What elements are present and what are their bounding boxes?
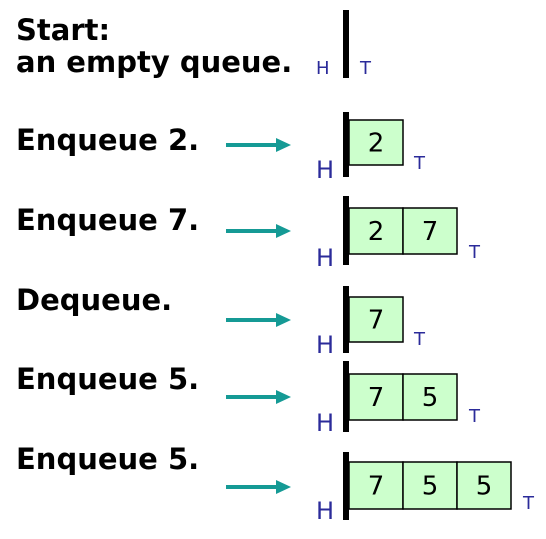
queue-cell bbox=[348, 296, 404, 343]
tail-pointer-label: T bbox=[413, 153, 426, 174]
queue-head-bar bbox=[343, 361, 349, 432]
arrow-head bbox=[276, 224, 291, 238]
queue-cell-value: 2 bbox=[368, 129, 385, 159]
step-label: Enqueue 2. bbox=[16, 123, 199, 157]
tail-pointer-label: T bbox=[468, 406, 481, 427]
tail-pointer-label: T bbox=[413, 329, 426, 350]
queue-head-bar bbox=[343, 112, 349, 177]
queue-cell-value: 5 bbox=[476, 472, 493, 502]
tail-pointer-label: T bbox=[468, 242, 481, 263]
head-pointer-label: H bbox=[316, 156, 334, 184]
queue-cell bbox=[348, 461, 404, 510]
step-label: Enqueue 5. bbox=[16, 362, 199, 396]
step-label: Dequeue. bbox=[16, 283, 172, 317]
queue-head-bar bbox=[343, 196, 349, 265]
arrow-head bbox=[276, 390, 291, 404]
step-label: an empty queue. bbox=[16, 45, 292, 79]
queue-head-bar bbox=[343, 286, 349, 353]
queue-head-bar bbox=[343, 452, 349, 520]
queue-cell-value: 2 bbox=[368, 217, 385, 247]
head-pointer-label: H bbox=[316, 244, 334, 272]
arrow-head bbox=[276, 138, 291, 152]
step-label: Enqueue 7. bbox=[16, 203, 199, 237]
head-pointer-label: H bbox=[316, 409, 334, 437]
queue-cell-value: 7 bbox=[368, 472, 385, 502]
queue-head-bar bbox=[343, 10, 349, 78]
queue-cell bbox=[402, 373, 458, 421]
queue-cell-value: 5 bbox=[422, 472, 439, 502]
head-pointer-label: H bbox=[316, 497, 334, 525]
queue-cell-value: 7 bbox=[368, 383, 385, 413]
step-label: Enqueue 5. bbox=[16, 442, 199, 476]
queue-cell bbox=[402, 207, 458, 255]
head-pointer-label: H bbox=[316, 58, 330, 79]
queue-cell bbox=[456, 461, 512, 510]
arrow-head bbox=[276, 313, 291, 327]
arrow-head bbox=[276, 480, 291, 494]
tail-pointer-label: T bbox=[522, 493, 535, 514]
queue-cell-value: 7 bbox=[422, 217, 439, 247]
head-pointer-label: H bbox=[316, 331, 334, 359]
queue-cell-value: 7 bbox=[368, 306, 385, 336]
step-label: Start: bbox=[16, 13, 110, 47]
queue-cell-value: 5 bbox=[422, 383, 439, 413]
queue-cell bbox=[348, 119, 404, 166]
tail-pointer-label: T bbox=[359, 58, 372, 79]
